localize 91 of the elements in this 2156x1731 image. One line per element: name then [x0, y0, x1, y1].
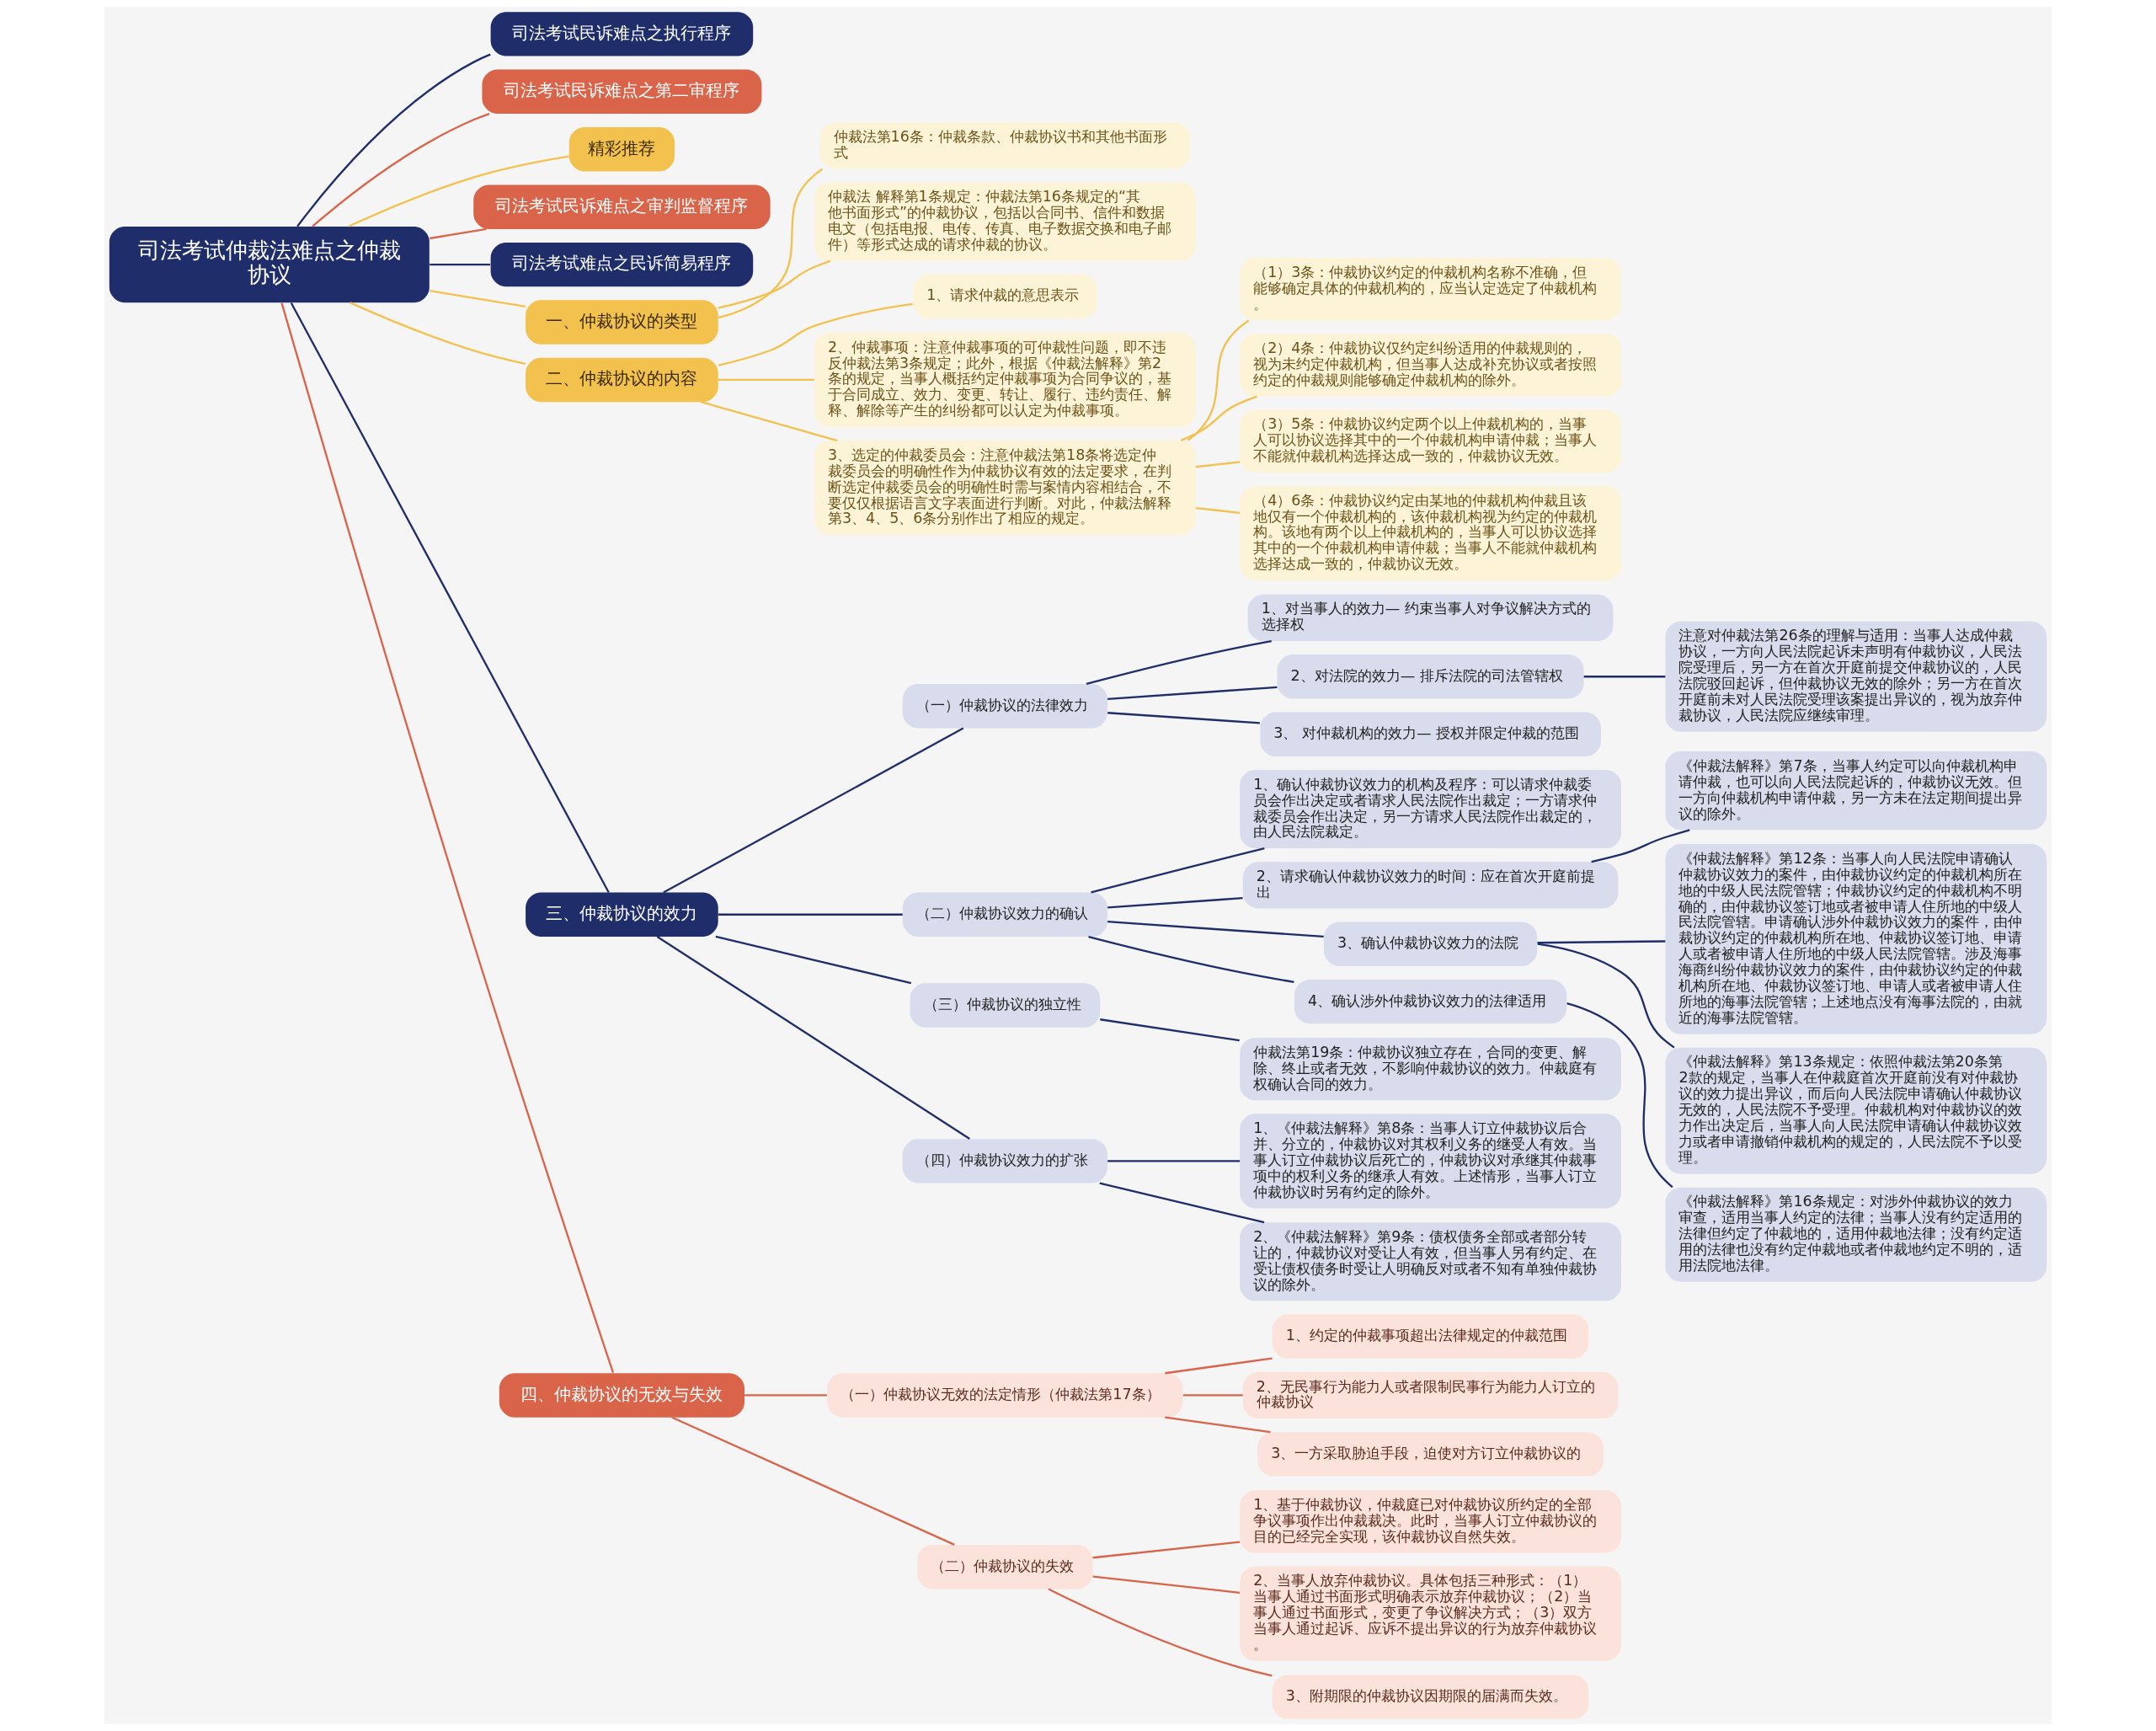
connector [701, 401, 838, 442]
connector [1048, 1588, 1273, 1677]
node-box: 《仲裁法解释》第12条：当事人向人民法院申请确认仲裁协议效力的案件，由仲裁协议约定的仲裁机构所在地的中级人民法院管辖；仲裁协议约定的仲裁机构不明确的，由仲裁协议签订地或者被申请人住所地的中级人民法院管辖。申请确认涉外仲裁协议效力的案件，由仲裁协议约定的仲裁机构所在地、仲裁协议签订地、申请人或者被申请人住所地的中级人民法院管辖。涉及海事海商纠纷仲裁协议效力的案件，由仲裁协议约定的仲裁机构所在地、仲裁协议签订地、申请人或者被申请人住所地的海事法院管辖；上述地点没有海事法院的，由就近的海事法院管辖。 [1665, 844, 2047, 1034]
node-box: 1、确认仲裁协议效力的机构及程序：可以请求仲裁委员会作出决定或者请求人民法院作出裁定；一方请求仲裁委员会作出决定，另一方请求人民法院作出裁定的，由人民法院裁定。 [1240, 769, 1621, 849]
node-box: 2、无民事行为能力人或者限制民事行为能力人订立的仲裁协议 [1242, 1371, 1619, 1419]
connector [718, 168, 824, 319]
node-box: （1）3条：仲裁协议约定的仲裁机构名称不准确，但能够确定具体的仲裁机构的，应当认定选定了仲裁机构。 [1240, 258, 1621, 321]
node-box: 精彩推荐 [568, 127, 675, 172]
node-box: 2、对法院的效力— 排斥法院的司法管辖权 [1277, 654, 1584, 699]
connector [1086, 640, 1272, 686]
node-box: 《仲裁法解释》第13条规定：依照仲裁法第20条第2款的规定，当事人在仲裁庭首次开庭前没有对仲裁协议的效力提出异议，而后向人民法院申请确认仲裁协议无效的，人民法院不予受理。仲裁机构对仲裁协议的效力作出决定后，当事人向人民法院申请确认仲裁协议效力或者申请撤销仲裁机构的规定的，人民法院不予以受理。 [1665, 1047, 2047, 1174]
connector [280, 302, 615, 1374]
node-box: 仲裁法第19条：仲裁协议独立存在，合同的变更、解除、终止或者无效，不影响仲裁协议的效力。仲裁庭有权确认合同的效力。 [1240, 1038, 1621, 1101]
connector [1537, 940, 1666, 944]
node-box: 司法考试难点之民诉简易程序 [490, 242, 754, 287]
connector [1092, 1541, 1241, 1559]
node-box: （二）仲裁协议效力的确认 [902, 892, 1107, 937]
node-box: 1、基于仲裁协议，仲裁庭已对仲裁协议所约定的全部争议事项作出仲裁裁决。此时，当事人订立仲裁协议的目的已经完全实现，该仲裁协议自然失效。 [1240, 1490, 1621, 1553]
connector [1566, 1002, 1673, 1189]
node-box: 三、仲裁协议的效力 [526, 892, 718, 937]
connector [1099, 1182, 1265, 1224]
node-box: 司法考试仲裁法难点之仲裁协议 [109, 226, 430, 303]
node-box: （4）6条：仲裁协议约定由某地的仲裁机构仲裁且该地仅有一个仲裁机构的，该仲裁机构视为约定的仲裁机构。该地有两个以上仲裁机构的，当事人可以协议选择其中的一个仲裁机构申请仲裁；当事人不能就仲裁机构选择达成一致的，仲裁协议无效。 [1240, 485, 1621, 580]
node-box: 3、一方采取胁迫手段，迫使对方订立仲裁协议的 [1257, 1432, 1604, 1477]
connector [430, 227, 487, 240]
node-box: 1、请求仲裁的意思表示 [913, 274, 1097, 319]
node-box: 1、《仲裁法解释》第8条：当事人订立仲裁协议后合并、分立的，仲裁协议对其权利义务的继受人有效。当事人订立仲裁协议后死亡的，仲裁协议对承继其仲裁事项中的权利义务的继承人有效。上述情形，当事人订立仲裁协议时另有约定的除外。 [1240, 1114, 1621, 1209]
connector [1195, 461, 1241, 468]
node-box: 司法考试民诉难点之第二审程序 [482, 69, 762, 114]
connector [1182, 1394, 1243, 1397]
node-box: （一）仲裁协议的法律效力 [902, 684, 1107, 729]
node-box: 3、确认仲裁协议效力的法院 [1323, 922, 1538, 966]
connector [718, 302, 913, 366]
node-box: 《仲裁法解释》第7条，当事人约定可以向仲裁机构申请仲裁，也可以向人民法院起诉的，仲裁协议无效。但一方向仲裁机构申请仲裁，另一方未在法定期间提出异议的除外。 [1665, 751, 2047, 831]
connector [1187, 319, 1250, 441]
node-box: （四）仲裁协议效力的扩张 [902, 1139, 1107, 1183]
node-box: 注意对仲裁法第26条的理解与适用：当事人达成仲裁协议，一方向人民法院起诉未声明有仲裁协议，人民法院受理后，另一方在首次开庭前提交仲裁协议的，人民法院驳回起诉，但仲裁协议无效的除外；另一方在首次开庭前未对人民法院受理该案提出异议的，视为放弃仲裁协议，人民法院应继续审理。 [1665, 621, 2047, 732]
node-box: 四、仲裁协议的无效与失效 [499, 1373, 744, 1418]
node-box: 3、选定的仲裁委员会：注意仲裁法第18条将选定仲裁委员会的明确性作为仲裁协议有效的法定要求，在判断选定仲裁委员会的明确性时需与案情内容相结合，不要仅仅根据语言文字表面进行判断。对此，仲裁法解释第3、4、5、6条分别作出了相应的规定。 [814, 441, 1196, 536]
connector [718, 913, 903, 916]
node-box: （2）4条：仲裁协议仅约定纠纷适用的仲裁规则的，视为未约定仲裁机构，但当事人达成补充协议或者按照约定的仲裁规则能够确定仲裁机构的除外。 [1240, 334, 1621, 397]
connector [1107, 686, 1278, 701]
node-box: （3）5条：仲裁协议约定两个以上仲裁机构的，当事人可以协议选择其中的一个仲裁机构申请仲裁；当事人不能就仲裁机构选择达成一致的，仲裁协议无效。 [1240, 409, 1621, 473]
connector [296, 53, 491, 227]
connector [1165, 1416, 1271, 1434]
connector [290, 302, 610, 893]
connector [1165, 1357, 1273, 1375]
connector [350, 302, 526, 365]
node-box: 2、仲裁事项：注意仲裁事项的可仲裁性问题，即不违反仲裁法第3条规定；此外，根据《仲裁法解释》第2条的规定，当事人概括约定仲裁事项为合同争议的，基于合同成立、效力、变更、转让、履行、违约责任、解释、解除等产生的纠纷都可以认定为仲裁事项。 [814, 332, 1196, 427]
node-box: 1、对当事人的效力— 约束当事人对争议解决方式的选择权 [1247, 594, 1614, 642]
connector [430, 263, 491, 266]
node-box: 司法考试民诉难点之执行程序 [490, 12, 754, 56]
node-box: 3、 对仲裁机构的效力— 授权并限定仲裁的范围 [1260, 712, 1601, 756]
connector [1583, 676, 1666, 678]
connector [1107, 897, 1243, 909]
connector [1591, 829, 1690, 863]
connector [312, 112, 490, 227]
node-box: 《仲裁法解释》第16条规定：对涉外仲裁协议的效力审查，适用当事人约定的法律；当事人没有约定适用的法律但约定了仲裁地的，适用仲裁地法律；没有约定适用的法律也没有约定仲裁地或者仲裁地约定不明的，适用法院地法律。 [1665, 1187, 2047, 1282]
node-box: 3、附期限的仲裁协议因期限的届满而失效。 [1272, 1675, 1589, 1719]
node-box: 4、确认涉外仲裁协议效力的法律适用 [1294, 979, 1567, 1024]
connector [1107, 1160, 1241, 1162]
connector [715, 935, 912, 985]
connector [430, 290, 526, 308]
node-box: 司法考试民诉难点之审判监督程序 [473, 184, 771, 229]
connector [348, 155, 569, 227]
node-box: （一）仲裁协议无效的法定情形（仲裁法第17条） [827, 1373, 1183, 1418]
connector [1180, 395, 1257, 441]
node-box: 2、请求确认仲裁协议效力的时间：应在首次开庭前提出 [1242, 862, 1619, 909]
node-box: （三）仲裁协议的独立性 [910, 983, 1101, 1028]
node-box: （二）仲裁协议的失效 [917, 1545, 1093, 1589]
node-box: 1、约定的仲裁事项超出法律规定的仲裁范围 [1272, 1314, 1589, 1359]
connector [718, 259, 831, 309]
connector [1088, 935, 1294, 984]
node-box: 2、《仲裁法解释》第9条：债权债务全部或者部分转让的，仲裁协议对受让人有效，但当事人另有约定、在受让债权债务时受让人明确反对或者不知有单独仲裁协议的除外。 [1240, 1222, 1621, 1301]
connector [1100, 1018, 1240, 1042]
node-box: 2、当事人放弃仲裁协议。具体包括三种形式：（1）当事人通过书面形式明确表示放弃仲裁协议；（2）当事人通过书面形式，变更了争议解决方式；（3）双方当事人通过起诉、应诉不提出异议的行为放弃仲裁协议。 [1240, 1566, 1621, 1661]
node-box: 仲裁法 解释第1条规定：仲裁法第16条规定的“其他书面形式”的仲裁协议，包括以合同书、信件和数据电文（包括电报、电传、传真、电子数据交换和电子邮件）等形式达成的请求仲裁的协议。 [814, 182, 1196, 261]
connector [1092, 1575, 1241, 1594]
connector [744, 1394, 827, 1397]
connector [656, 936, 970, 1141]
connector [1195, 507, 1241, 514]
connector [1107, 712, 1260, 724]
connector [1107, 920, 1324, 938]
connector [1537, 943, 1675, 1049]
connector [663, 727, 964, 894]
node-box: 仲裁法第16条：仲裁条款、仲裁协议书和其他书面形式 [819, 122, 1191, 169]
node-box: 二、仲裁协议的内容 [526, 357, 718, 403]
node-box: 一、仲裁协议的类型 [526, 300, 718, 345]
connector [671, 1416, 955, 1546]
connector [718, 378, 814, 382]
connector [1091, 847, 1265, 894]
